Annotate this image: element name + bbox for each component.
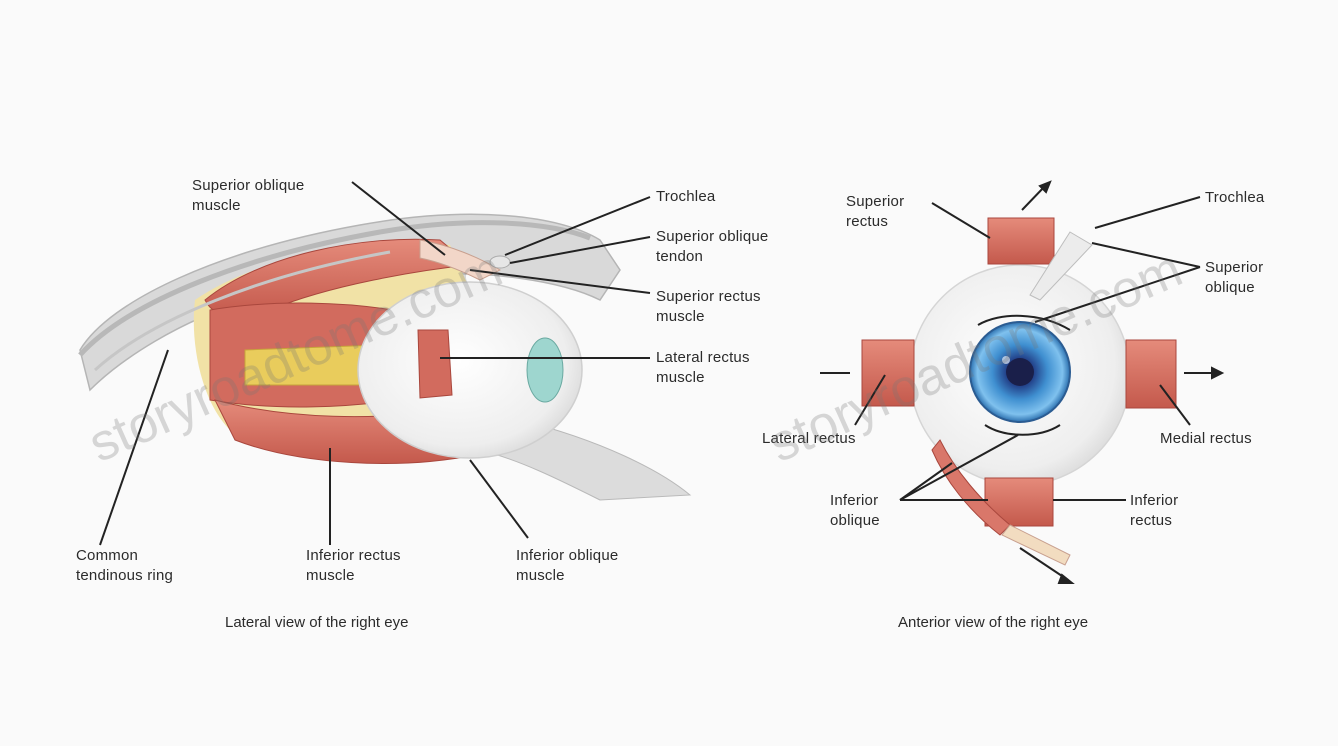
label-medial-rectus: Medial rectus (1160, 429, 1252, 449)
caption-anterior-view: Anterior view of the right eye (898, 614, 1088, 631)
superior-rectus-shape (988, 218, 1054, 264)
label-superior-rectus: Superior rectus (846, 192, 904, 232)
label-superior-oblique: Superior oblique (1205, 258, 1263, 298)
label-inferior-rectus-muscle: Inferior rectus muscle (306, 546, 401, 586)
lateral-cornea (527, 338, 563, 402)
label-inferior-oblique-muscle: Inferior oblique muscle (516, 546, 618, 586)
label-lateral-rectus-muscle: Lateral rectus muscle (656, 348, 750, 388)
label-inferior-oblique: Inferior oblique (830, 491, 880, 531)
caption-lateral-view: Lateral view of the right eye (225, 614, 408, 631)
label-common-tendinous-ring: Common tendinous ring (76, 546, 173, 586)
label-superior-oblique-muscle: Superior oblique muscle (192, 176, 304, 216)
label-superior-rectus-muscle: Superior rectus muscle (656, 287, 761, 327)
lateral-rectus-insertion (418, 330, 452, 398)
label-superior-oblique-tendon: Superior oblique tendon (656, 227, 768, 267)
label-inferior-rectus: Inferior rectus (1130, 491, 1178, 531)
label-trochlea: Trochlea (656, 187, 715, 207)
lateral-view-artwork (80, 182, 690, 545)
label-anterior-trochlea: Trochlea (1205, 188, 1264, 208)
